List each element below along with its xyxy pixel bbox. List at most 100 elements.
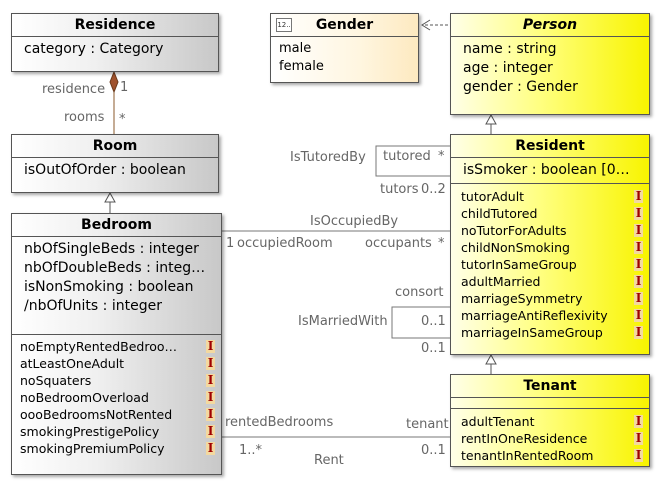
attribute: /nbOfUnits : integer (24, 298, 162, 314)
invariant-icon: I (634, 414, 643, 428)
attribute: nbOfSingleBeds : integer (24, 241, 199, 257)
invariant-name: marriageInSameGroup (461, 325, 603, 340)
invariant-icon: I (206, 441, 215, 455)
rent-name: Rent (314, 453, 344, 468)
invariant[interactable]: noSquaters I (20, 372, 221, 389)
bedroom-class[interactable]: Bedroom nbOfSingleBeds : integer nbOfDou… (11, 213, 222, 475)
is-tutored-by-line (375, 145, 450, 177)
literals-section: male female (271, 37, 418, 79)
invariant-icon: I (206, 373, 215, 387)
attributes-section: category : Category (12, 37, 218, 62)
resident-class[interactable]: Resident isSmoker : boolean [0… tutorAdu… (450, 134, 650, 355)
invariant-name: atLeastOneAdult (20, 356, 125, 371)
role-tutored-label: tutored (383, 149, 431, 164)
invariant-name: oooBedroomsNotRented (20, 407, 173, 422)
enum-literal: male (279, 41, 312, 56)
invariant[interactable]: tutorInSameGroup I (461, 256, 649, 273)
attribute: gender : Gender (463, 79, 578, 95)
invariant[interactable]: atLeastOneAdult I (20, 355, 221, 372)
mult-tutored-label: * (438, 149, 445, 164)
invariant[interactable]: adultTenant I (461, 413, 649, 430)
residence-class[interactable]: Residence category : Category (11, 13, 219, 72)
attributes-section: name : string age : integer gender : Gen… (451, 37, 649, 100)
enumeration-icon: 12.. (276, 18, 292, 32)
mult-occupants-label: * (438, 236, 445, 251)
role-consort-label: consort (395, 285, 444, 300)
role-tutors-label: tutors (380, 182, 419, 197)
attribute: nbOfDoubleBeds : integ… (24, 260, 206, 276)
invariant[interactable]: noTutorForAdults I (461, 222, 649, 239)
invariant-icon: I (206, 339, 215, 353)
attribute: isOutOfOrder : boolean (24, 162, 186, 178)
invariant-icon: I (634, 257, 643, 271)
invariant-name: marriageSymmetry (461, 291, 583, 306)
class-name: Person (451, 14, 649, 37)
mult-consort-a-label: 0..1 (421, 314, 446, 329)
mult-room-label: 1 (226, 236, 235, 251)
invariant-name: tutorInSameGroup (461, 257, 577, 272)
generalization-arrow (485, 353, 497, 365)
composition-diamond (109, 70, 119, 94)
invariant-icon: I (634, 223, 643, 237)
invariant-icon: I (206, 356, 215, 370)
mult-tutors-label: 0..2 (421, 182, 446, 197)
role-rented-bedrooms-label: rentedBedrooms (225, 415, 334, 430)
gender-enumeration[interactable]: Gender 12.. male female (270, 13, 419, 83)
invariant-name: rentInOneResidence (461, 431, 588, 446)
invariant-name: smokingPremiumPolicy (20, 441, 165, 456)
invariant-name: marriageAntiReflexivity (461, 308, 608, 323)
invariant-icon: I (206, 390, 215, 404)
mult-residence-label: 1 (120, 80, 129, 95)
invariant[interactable]: rentInOneResidence I (461, 430, 649, 447)
room-class[interactable]: Room isOutOfOrder : boolean (11, 134, 219, 193)
invariant-icon: I (634, 431, 643, 445)
person-class[interactable]: Person name : string age : integer gende… (450, 13, 650, 115)
enum-literal: female (279, 59, 324, 74)
is-married-with-line (391, 306, 450, 339)
is-occupied-by-name: IsOccupiedBy (310, 214, 399, 229)
invariant-name: childNonSmoking (461, 240, 570, 255)
class-name: Bedroom (12, 214, 221, 237)
mult-rooms-label: * (119, 112, 126, 127)
attributes-section: nbOfSingleBeds : integer nbOfDoubleBeds … (12, 237, 221, 335)
invariant-name: tutorAdult (461, 189, 525, 204)
invariant-name: tenantInRentedRoom (461, 448, 594, 463)
class-name: Resident (451, 135, 649, 158)
attributes-section: isOutOfOrder : boolean (12, 158, 218, 183)
class-name: Tenant (451, 375, 649, 398)
invariant-name: adultMarried (461, 274, 541, 289)
attribute: isSmoker : boolean [0… (463, 162, 630, 178)
invariant-icon: I (206, 424, 215, 438)
is-married-with-name: IsMarriedWith (298, 314, 388, 329)
class-name: Residence (12, 14, 218, 37)
attributes-section (451, 398, 649, 409)
invariant-name: adultTenant (461, 414, 535, 429)
invariant-name: noSquaters (20, 373, 92, 388)
invariant-name: childTutored (461, 206, 538, 221)
role-tenant-label: tenant (406, 417, 449, 432)
generalization-arrow (104, 191, 116, 203)
invariant[interactable]: noEmptyRentedBedroo…I (20, 338, 221, 355)
invariant-name: noTutorForAdults (461, 223, 567, 238)
class-name: Room (12, 135, 218, 158)
attributes-section: isSmoker : boolean [0… (451, 158, 649, 184)
invariant[interactable]: smokingPremiumPolicy I (20, 440, 221, 457)
mult-bedrooms-label: 1..* (239, 443, 263, 458)
generalization-arrow (485, 113, 497, 125)
role-occupied-room-label: occupiedRoom (237, 236, 333, 251)
